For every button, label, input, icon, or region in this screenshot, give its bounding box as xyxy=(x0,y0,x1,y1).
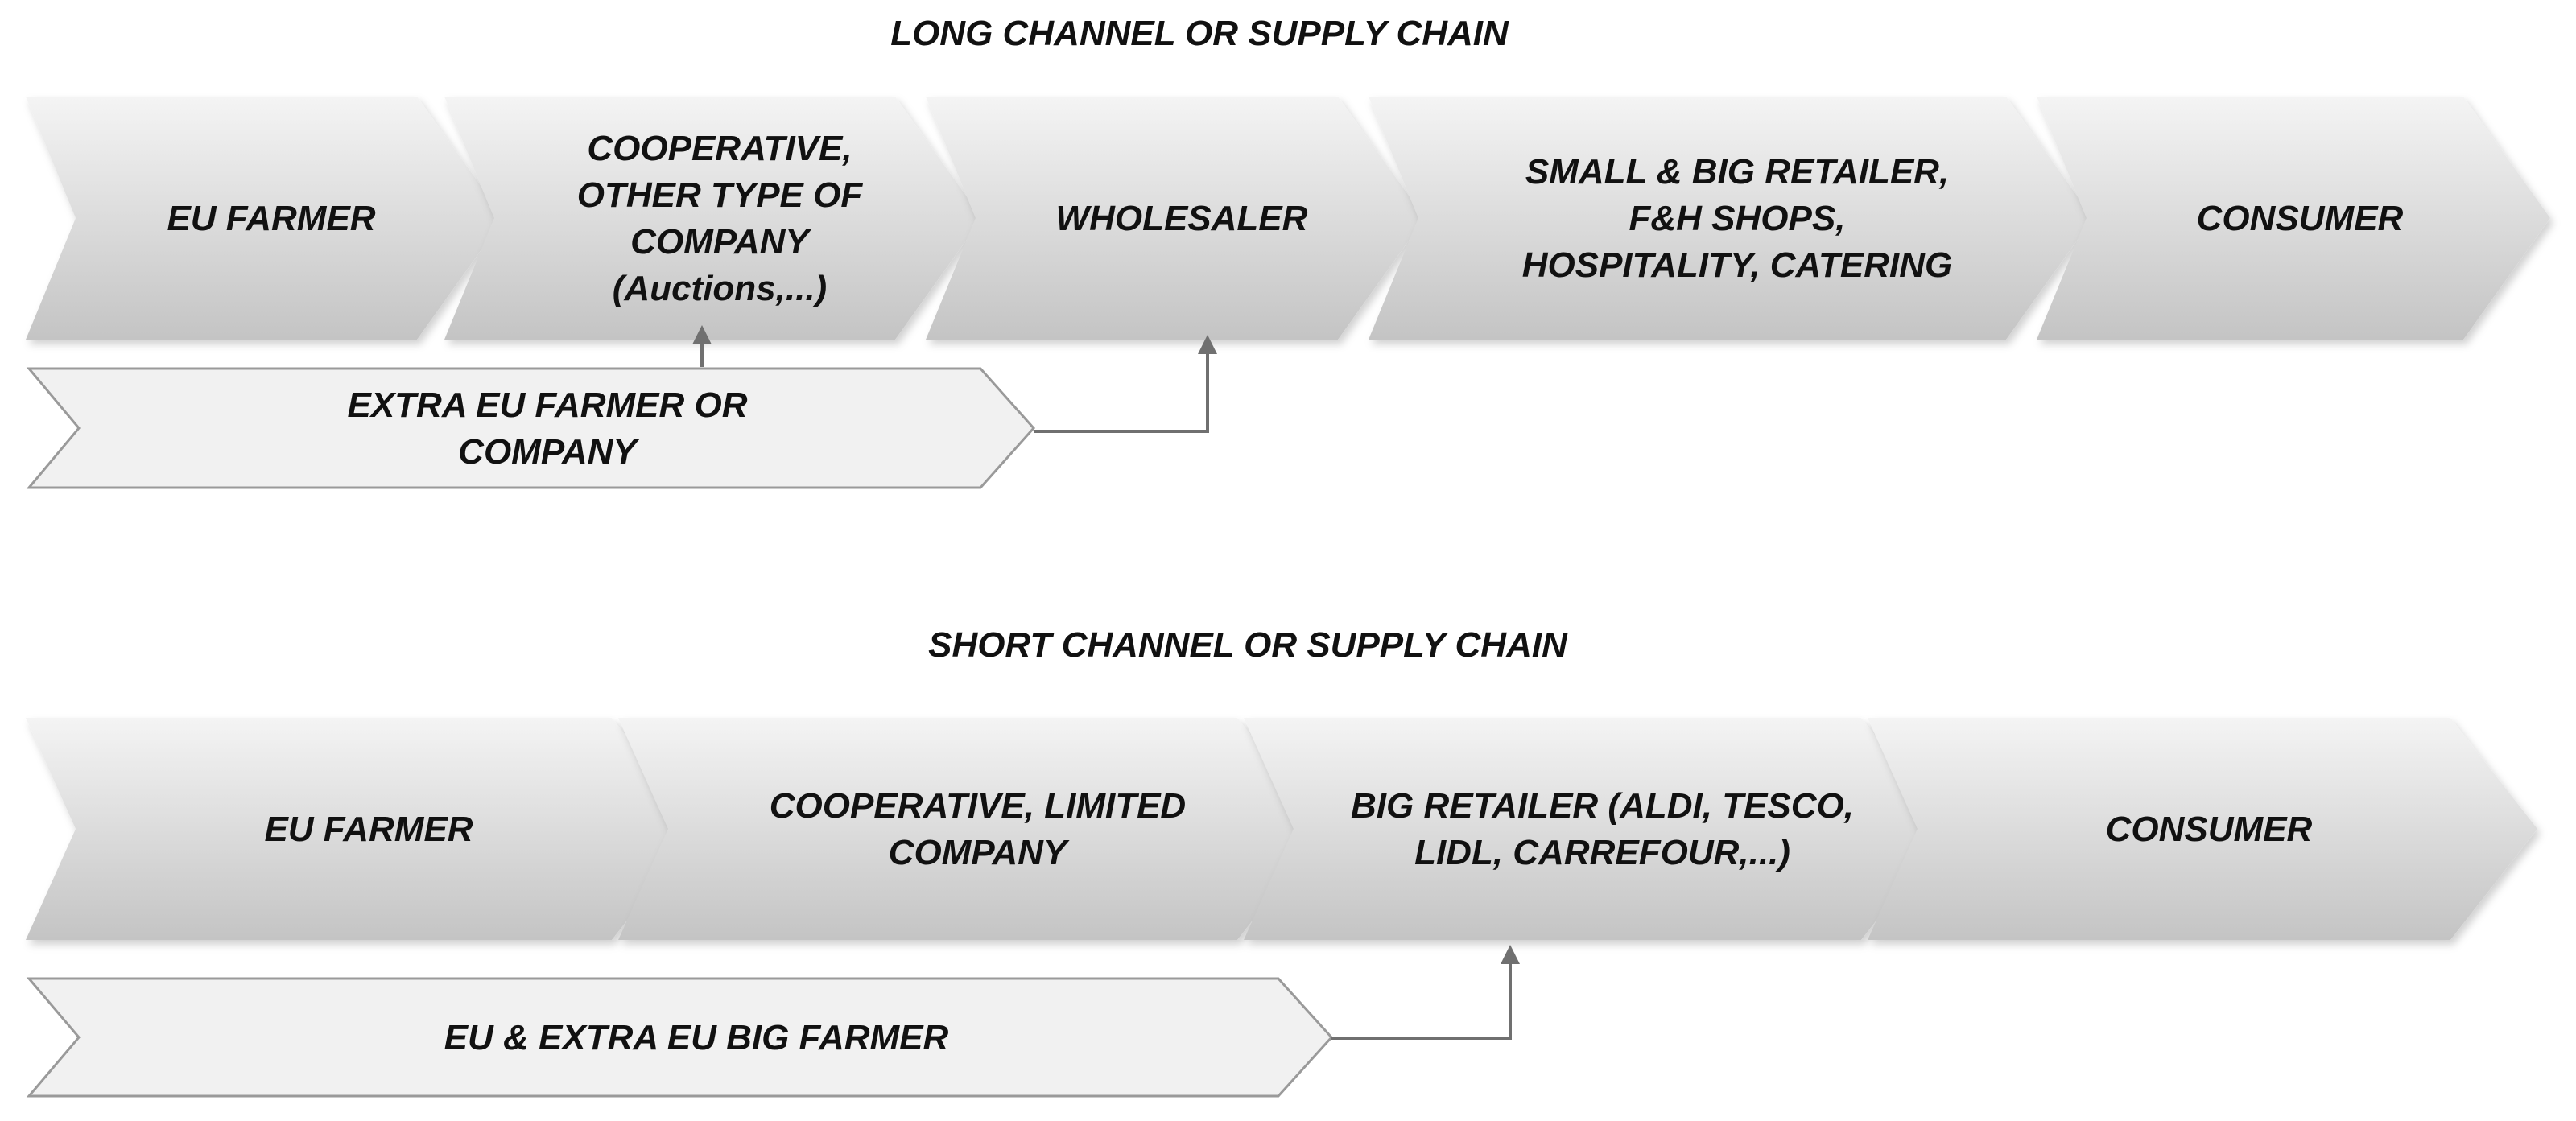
long-chain-step-1: EU FARMER xyxy=(26,97,504,340)
short-chain-side-input: EU & EXTRA EU BIG FARMER xyxy=(26,977,1334,1098)
short-chain-title: SHORT CHANNEL OR SUPPLY CHAIN xyxy=(928,625,1568,665)
long-chain-side-chevron xyxy=(26,367,1036,489)
short-chain-step-label-line: COOPERATIVE, LIMITED xyxy=(770,786,1186,826)
long-chain-step-label-line: (Auctions,...) xyxy=(613,269,827,308)
short-chain-side-label-line: EU & EXTRA EU BIG FARMER xyxy=(444,1018,949,1057)
long-chain-step-label-line: COOPERATIVE, xyxy=(587,129,852,168)
long-chain-step-label-line: EU FARMER xyxy=(167,199,375,238)
short-chain-step-chevron xyxy=(1244,718,1948,940)
long-chain-step-label-line: CONSUMER xyxy=(2197,199,2404,238)
long-chain-step-chevron xyxy=(2037,97,2550,340)
arrow-to-big-retailer xyxy=(1331,945,1520,1040)
short-chain-connectors xyxy=(1331,945,1520,1040)
long-chain-step-label-line: OTHER TYPE OF xyxy=(577,175,864,215)
short-chain-steps: EU FARMER COOPERATIVE, LIMITED COMPANY BIG … xyxy=(26,718,2537,940)
short-chain-step-label-line: CONSUMER xyxy=(2106,810,2313,849)
long-chain-step-label-line: F&H SHOPS, xyxy=(1629,199,1846,238)
long-chain-step-label-line: WHOLESALER xyxy=(1056,199,1308,238)
long-chain-step-label-line: HOSPITALITY, CATERING xyxy=(1522,245,1953,285)
long-chain-step-chevron xyxy=(926,97,1425,340)
short-chain-step-label-line: EU FARMER xyxy=(264,810,473,849)
short-chain-step-3: BIG RETAILER (ALDI, TESCO, LIDL, CARREFOU… xyxy=(1244,718,1948,940)
long-chain-title: LONG CHANNEL OR SUPPLY CHAIN xyxy=(890,14,1509,53)
arrow-to-wholesaler xyxy=(1034,335,1217,433)
long-chain-step-chevron xyxy=(26,97,504,340)
long-chain-side-label-line: COMPANY xyxy=(458,432,639,472)
short-chain-step-chevron xyxy=(26,718,699,940)
short-chain-step-2: COOPERATIVE, LIMITED COMPANY xyxy=(618,718,1324,940)
short-chain-step-chevron xyxy=(618,718,1324,940)
long-chain-step-label-line: SMALL & BIG RETAILER, xyxy=(1525,152,1949,192)
long-chain-side-label-line: EXTRA EU FARMER OR xyxy=(347,385,747,425)
short-chain-step-label-line: COMPANY xyxy=(889,833,1070,872)
long-chain-step-chevron xyxy=(1368,97,2093,340)
short-chain-step-label-line: LIDL, CARREFOUR,...) xyxy=(1414,833,1790,872)
short-chain-step-chevron xyxy=(1868,718,2537,940)
short-chain-side-chevron xyxy=(26,977,1334,1098)
long-chain-steps: EU FARMER COOPERATIVE, OTHER TYPE OF COMPAN… xyxy=(26,97,2550,340)
short-chain-step-4: CONSUMER xyxy=(1868,718,2537,940)
long-chain-step-label-line: COMPANY xyxy=(630,222,811,262)
long-chain-step-5: CONSUMER xyxy=(2037,97,2550,340)
long-chain-step-2: COOPERATIVE, OTHER TYPE OF COMPANY (Auction… xyxy=(444,97,982,340)
long-chain-step-3: WHOLESALER xyxy=(926,97,1425,340)
long-chain-step-chevron xyxy=(444,97,982,340)
long-chain-side-input: EXTRA EU FARMER OR COMPANY xyxy=(26,367,1036,489)
short-chain-step-1: EU FARMER xyxy=(26,718,699,940)
long-chain-connectors xyxy=(692,325,1217,433)
long-chain-step-4: SMALL & BIG RETAILER, F&H SHOPS, HOSPITALI… xyxy=(1368,97,2093,340)
short-chain-step-label-line: BIG RETAILER (ALDI, TESCO, xyxy=(1351,786,1854,826)
